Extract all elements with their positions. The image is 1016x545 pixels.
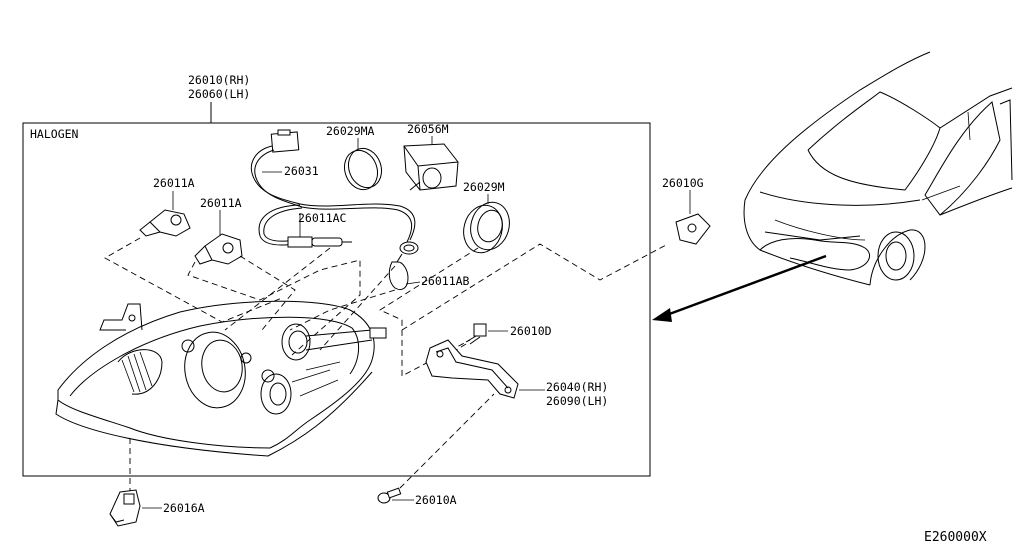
- part-label-26031: 26031: [284, 164, 319, 178]
- bolt-26010D: [465, 323, 487, 345]
- harness-26031: [250, 129, 416, 246]
- part-label-26040-rh: 26040(RH): [546, 380, 608, 394]
- leader-26011AB: [405, 281, 421, 285]
- car-outline: [743, 51, 1013, 286]
- diagram-code: E260000X: [924, 530, 987, 545]
- clip-26010G: [675, 213, 711, 245]
- adjuster-26016A: [109, 489, 141, 527]
- part-label-26029M: 26029M: [463, 180, 505, 194]
- part-label-26011AB: 26011AB: [421, 274, 470, 288]
- part-label-26010D: 26010D: [510, 324, 552, 338]
- dash-26010A: [399, 393, 495, 489]
- actuator-26056M: [403, 143, 459, 191]
- bulb-26011AC: [287, 236, 352, 248]
- part-label-26090-lh: 26090(LH): [546, 394, 608, 408]
- install-dash-lines: [104, 237, 669, 377]
- socket-26011AB: [388, 241, 419, 291]
- part-label-26011AC: 26011AC: [298, 211, 347, 225]
- screw-26010A: [377, 487, 402, 504]
- part-label-26011A-upper: 26011A: [153, 176, 195, 190]
- part-label-26029MA: 26029MA: [326, 124, 375, 138]
- part-label-26016A: 26016A: [163, 501, 205, 515]
- ring-26029MA: [343, 147, 383, 191]
- bulb-26011A-upper: [139, 209, 191, 237]
- part-label-26011A-lower: 26011A: [200, 196, 242, 210]
- halogen-frame: [22, 122, 651, 477]
- part-label-26010-rh: 26010(RH): [188, 73, 250, 87]
- bracket-26040: [425, 339, 519, 399]
- part-label-26010G: 26010G: [662, 176, 704, 190]
- part-label-26056M: 26056M: [407, 122, 449, 136]
- bulb-26011A-lower: [194, 233, 243, 265]
- headlamp-housing: [55, 300, 387, 457]
- part-label-26010A: 26010A: [415, 493, 457, 507]
- halogen-label: HALOGEN: [30, 127, 79, 141]
- location-arrow: [652, 254, 827, 322]
- ring-26029M: [463, 201, 510, 254]
- part-label-26060-lh: 26060(LH): [188, 87, 250, 101]
